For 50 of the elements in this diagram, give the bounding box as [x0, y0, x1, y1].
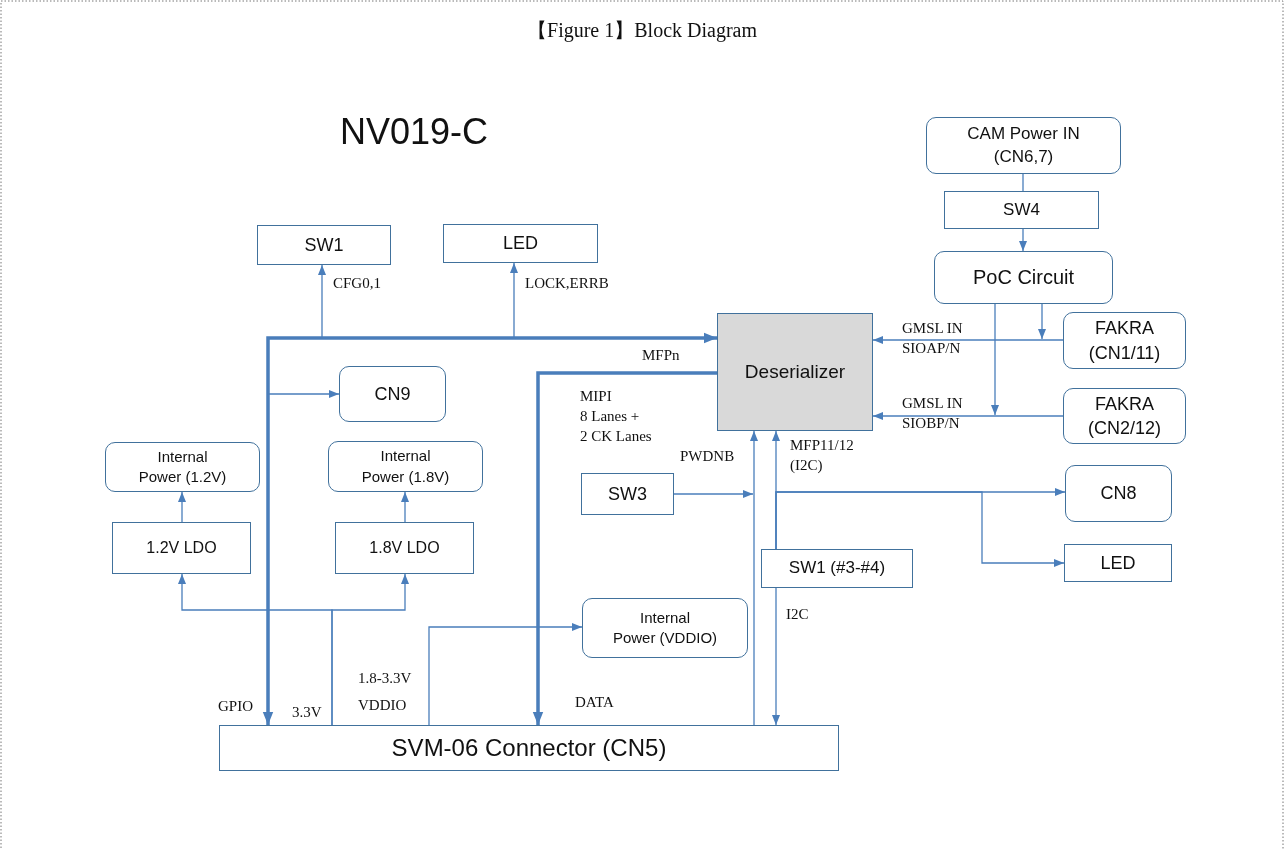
connector-arrow [262, 332, 717, 725]
signal-label: MFPn [642, 346, 680, 365]
connector-arrow [178, 491, 186, 523]
rounded-box: CN8 [1065, 465, 1172, 522]
connector-arrow [532, 371, 717, 725]
block-box: SW1 (#3-#4) [761, 549, 913, 588]
block-box: 1.2V LDO [112, 522, 251, 574]
signal-label: DATA [575, 693, 614, 712]
signal-label: I2C [786, 605, 809, 624]
connector-arrow [1038, 303, 1046, 340]
rounded-box: FAKRA (CN1/11) [1063, 312, 1186, 369]
signal-label: CFG0,1 [333, 274, 381, 293]
connector-arrow [673, 490, 754, 498]
block-box: SW4 [944, 191, 1099, 229]
connector-arrow [1019, 228, 1027, 252]
signal-label: GMSL IN SIOBP/N [902, 394, 963, 433]
connector-arrow [331, 573, 409, 726]
rounded-box: Internal Power (1.8V) [328, 441, 483, 492]
block-box: Deserializer [717, 313, 873, 431]
connector-arrow [401, 491, 409, 523]
connector-arrow [775, 491, 1065, 567]
signal-label: LOCK,ERRB [525, 274, 609, 293]
signal-label: GMSL IN SIOAP/N [902, 319, 963, 358]
block-box: 1.8V LDO [335, 522, 474, 574]
connector-arrow [991, 303, 999, 416]
figure-title: 【Figure 1】Block Diagram [526, 18, 758, 44]
block-box: SW3 [581, 473, 674, 515]
rounded-box: Internal Power (VDDIO) [582, 598, 748, 658]
signal-label: 1.8-3.3V VDDIO [358, 669, 412, 715]
block-box: LED [1064, 544, 1172, 582]
board-name: NV019-C [340, 110, 489, 154]
signal-label: MFP11/12 (I2C) [790, 436, 854, 475]
connector-arrow [750, 430, 758, 726]
block-box: LED [443, 224, 598, 263]
block-box: SVM-06 Connector (CN5) [219, 725, 839, 771]
signal-label: PWDNB [680, 447, 735, 466]
block-box: SW1 [257, 225, 391, 265]
rounded-box: Internal Power (1.2V) [105, 442, 260, 492]
rounded-box: CN9 [339, 366, 446, 422]
signal-label: GPIO [218, 697, 253, 716]
signal-label: MIPI 8 Lanes + 2 CK Lanes [580, 387, 652, 446]
connector-arrow [872, 412, 1064, 420]
rounded-box: PoC Circuit [934, 251, 1113, 304]
connector-arrow [872, 336, 1064, 344]
connector-arrow [772, 587, 780, 726]
connector-arrow [428, 623, 583, 726]
connector-line [1022, 173, 1024, 192]
signal-label: 3.3V [292, 703, 322, 722]
rounded-box: CAM Power IN (CN6,7) [926, 117, 1121, 174]
rounded-box: FAKRA (CN2/12) [1063, 388, 1186, 444]
